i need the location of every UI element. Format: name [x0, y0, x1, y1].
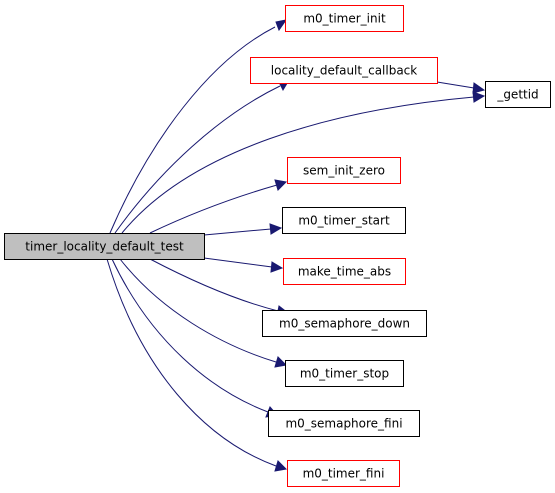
arrowhead-icon	[274, 460, 288, 472]
edge-line	[109, 26, 276, 234]
node-box	[268, 410, 420, 437]
node-box	[287, 460, 400, 487]
edge-line	[114, 85, 281, 234]
edge-line	[149, 258, 279, 312]
edge-line	[203, 228, 272, 236]
node-box	[285, 360, 404, 387]
node-gettid[interactable]: _gettid	[485, 81, 551, 108]
node-m0-timer-fini[interactable]: m0_timer_fini	[287, 460, 400, 487]
node-label: m0_semaphore_fini	[285, 417, 402, 431]
nodes-layer: timer_locality_default_test m0_timer_init…	[4, 5, 551, 487]
node-label: m0_timer_start	[298, 214, 390, 228]
node-box	[287, 157, 401, 184]
edge-root-to-make_time_abs	[203, 257, 284, 273]
edge-line	[436, 81, 475, 89]
edge-root-to-sem_init_zero	[149, 179, 288, 234]
node-label: m0_timer_init	[303, 12, 386, 26]
edge-line	[149, 184, 278, 234]
edge-root-to-m0_timer_stop	[119, 258, 288, 368]
node-m0-semaphore-fini[interactable]: m0_semaphore_fini	[268, 410, 420, 437]
arrowhead-icon	[274, 356, 288, 368]
node-box	[282, 207, 406, 234]
node-box	[485, 81, 551, 108]
edge-root-to-m0_timer_init	[109, 19, 288, 234]
node-m0-timer-init[interactable]: m0_timer_init	[285, 5, 404, 32]
node-root[interactable]: timer_locality_default_test	[4, 233, 205, 260]
arrowhead-icon	[274, 179, 288, 191]
node-sem-init-zero[interactable]: sem_init_zero	[287, 157, 401, 184]
arrowhead-icon	[270, 261, 284, 273]
edge-line	[121, 96, 475, 234]
node-box	[283, 258, 406, 285]
node-label: m0_timer_fini	[303, 467, 385, 481]
edge-line	[119, 258, 277, 363]
node-locality-default-callback[interactable]: locality_default_callback	[250, 57, 438, 84]
edge-line	[203, 257, 273, 268]
arrowhead-icon	[269, 223, 283, 235]
node-make-time-abs[interactable]: make_time_abs	[283, 258, 406, 285]
edge-root-to-gettid	[121, 91, 486, 234]
node-box	[262, 310, 427, 337]
node-label: timer_locality_default_test	[25, 240, 184, 254]
node-box	[250, 57, 438, 84]
node-label: sem_init_zero	[303, 164, 385, 178]
edge-root-to-m0_semaphore_down	[149, 258, 290, 317]
node-box	[4, 233, 205, 260]
edge-locality_default_callback-to-gettid	[436, 81, 486, 94]
node-box	[285, 5, 404, 32]
node-m0-semaphore-down[interactable]: m0_semaphore_down	[262, 310, 427, 337]
node-m0-timer-start[interactable]: m0_timer_start	[282, 207, 406, 234]
node-label: make_time_abs	[298, 265, 391, 279]
arrowhead-icon	[275, 19, 288, 32]
edge-root-to-m0_timer_start	[203, 223, 283, 236]
edge-line	[111, 258, 269, 413]
edge-root-to-m0_semaphore_fini	[111, 258, 278, 418]
edge-line	[106, 258, 277, 467]
node-label: m0_semaphore_down	[279, 317, 410, 331]
arrowhead-icon	[472, 82, 486, 94]
node-label: _gettid	[496, 88, 538, 102]
node-m0-timer-stop[interactable]: m0_timer_stop	[285, 360, 404, 387]
node-label: m0_timer_stop	[300, 367, 389, 381]
node-label: locality_default_callback	[271, 64, 418, 78]
arrowhead-icon	[472, 91, 486, 103]
edge-root-to-m0_timer_fini	[106, 258, 288, 472]
